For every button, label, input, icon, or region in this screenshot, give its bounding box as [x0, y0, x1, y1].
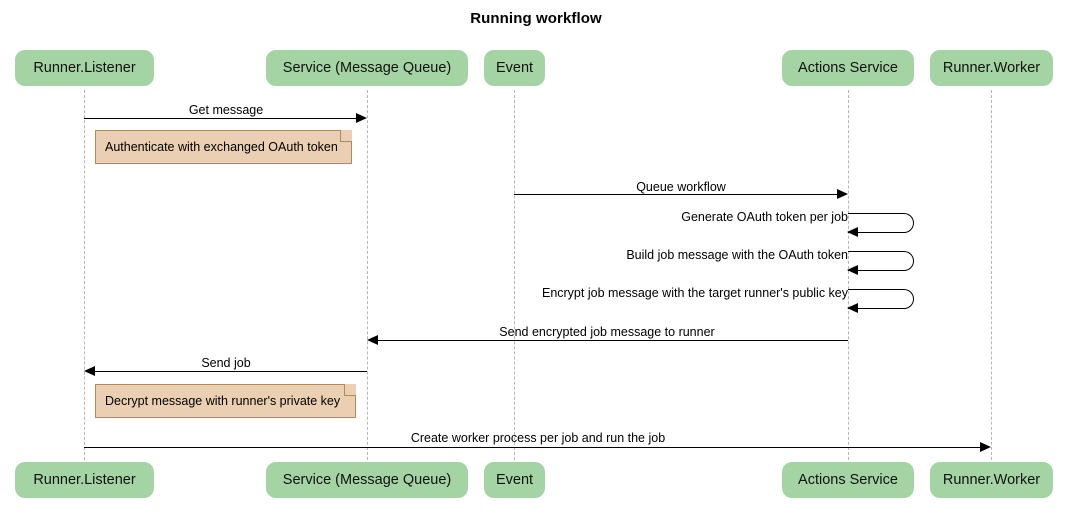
message-arrowhead-get-message [356, 112, 367, 123]
self-message-label-encrypt-job-message: Encrypt job message with the target runn… [541, 286, 848, 300]
note-decrypt-text: Decrypt message with runner's private ke… [105, 394, 341, 408]
note-fold-icon-2 [344, 384, 356, 396]
diagram-title: Running workflow [470, 10, 602, 27]
participant-runner-listener-top[interactable]: Runner.Listener [15, 50, 154, 86]
self-message-loop-generate-oauth-token [848, 213, 914, 233]
self-message-arrowhead-generate-oauth-token [847, 227, 858, 237]
lifeline-runner-worker [991, 90, 992, 460]
note-authenticate: Authenticate with exchanged OAuth token [95, 130, 352, 164]
self-message-arrowhead-build-job-message [847, 265, 858, 275]
message-line-queue-workflow [514, 194, 837, 195]
note-authenticate-text: Authenticate with exchanged OAuth token [105, 140, 338, 154]
message-label-queue-workflow: Queue workflow [636, 180, 726, 194]
message-line-send-encrypted-job-message [378, 340, 848, 341]
participant-service-message-queue-bottom[interactable]: Service (Message Queue) [266, 462, 468, 498]
message-label-get-message: Get message [188, 103, 264, 117]
participant-actions-service-bottom[interactable]: Actions Service [782, 462, 914, 498]
message-line-get-message [84, 118, 356, 119]
message-label-send-encrypted-job-message: Send encrypted job message to runner [499, 325, 715, 339]
participant-actions-service-top[interactable]: Actions Service [782, 50, 914, 86]
message-line-create-worker-process [84, 447, 980, 448]
self-message-label-generate-oauth-token: Generate OAuth token per job [681, 210, 848, 224]
self-message-label-build-job-message: Build job message with the OAuth token [626, 248, 848, 262]
self-message-arrowhead-encrypt-job-message [847, 303, 858, 313]
lifeline-runner-listener [84, 90, 85, 460]
participant-event-bottom[interactable]: Event [484, 462, 545, 498]
message-arrowhead-send-job [84, 365, 95, 376]
participant-event-top[interactable]: Event [484, 50, 545, 86]
message-label-create-worker-process: Create worker process per job and run th… [410, 431, 666, 445]
participant-service-message-queue-top[interactable]: Service (Message Queue) [266, 50, 468, 86]
participant-runner-listener-bottom[interactable]: Runner.Listener [15, 462, 154, 498]
lifeline-service-message-queue [367, 90, 368, 460]
note-fold-icon [340, 130, 352, 142]
note-decrypt: Decrypt message with runner's private ke… [95, 384, 356, 418]
participant-runner-worker-top[interactable]: Runner.Worker [930, 50, 1053, 86]
lifeline-event [514, 90, 515, 460]
self-message-loop-encrypt-job-message [848, 289, 914, 309]
message-label-send-job: Send job [201, 356, 251, 370]
message-arrowhead-create-worker-process [980, 441, 991, 452]
message-arrowhead-send-encrypted-job-message [367, 334, 378, 345]
participant-runner-worker-bottom[interactable]: Runner.Worker [930, 462, 1053, 498]
self-message-loop-build-job-message [848, 251, 914, 271]
lifeline-actions-service [848, 90, 849, 460]
message-arrowhead-queue-workflow [837, 188, 848, 199]
message-line-send-job [95, 371, 367, 372]
